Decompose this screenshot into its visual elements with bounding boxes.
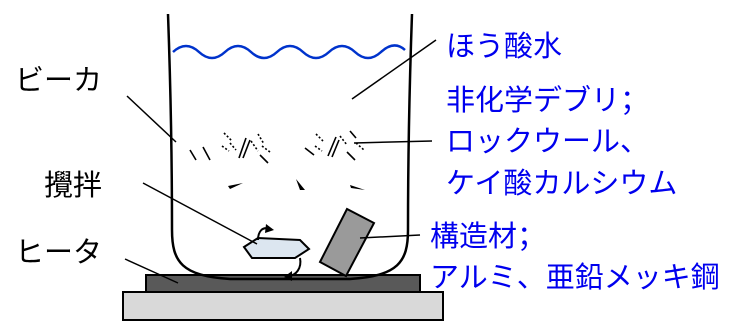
leader-line-stirrer (142, 182, 258, 245)
label-structure-title: 構造材； (430, 219, 547, 253)
label-debris-title: 非化学デブリ； (446, 83, 650, 117)
leader-line-beaker (126, 95, 177, 143)
debris-fibers-right (304, 130, 365, 161)
label-boric-acid-water: ほう酸水 (446, 29, 563, 63)
water-surface (172, 44, 406, 60)
label-stirrer: 攪拌 (44, 168, 103, 202)
leader-line-debris (353, 140, 433, 144)
label-beaker: ビーカ (15, 63, 103, 97)
debris-flakes (228, 179, 365, 190)
heater-base (122, 291, 444, 321)
label-structure-materials: アルミ、亜鉛メッキ鋼 (430, 260, 720, 294)
heater-plate (145, 274, 421, 293)
debris-fibers-left (189, 132, 271, 164)
label-debris-calcium-silicate: ケイ酸カルシウム (446, 166, 678, 200)
label-heater: ヒータ (15, 235, 103, 269)
stirrer-bar (242, 236, 311, 259)
rotation-arrowhead-bottom (284, 271, 292, 281)
leader-line-heater (124, 258, 179, 284)
leader-line-structure (359, 234, 421, 239)
rotation-arrowhead-top (265, 224, 274, 233)
leader-line-boric-acid (351, 39, 437, 100)
structural-material-block (318, 207, 376, 278)
label-debris-rockwool: ロックウール、 (446, 124, 650, 158)
